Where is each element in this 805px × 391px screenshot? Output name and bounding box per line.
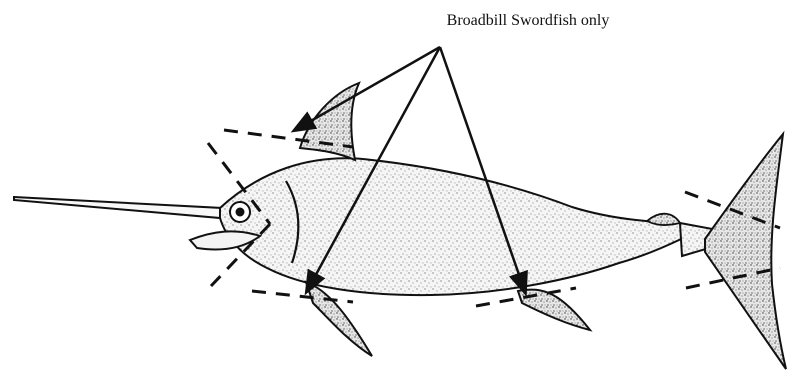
swordfish-illustration	[14, 83, 786, 369]
second-dorsal-fin	[647, 214, 680, 225]
pectoral-cut-line	[252, 291, 353, 302]
sword-bill	[14, 197, 222, 218]
eye-pupil	[236, 208, 245, 217]
annotation-label: Broadbill Swordfish only	[447, 12, 610, 29]
fish-body	[220, 158, 698, 295]
tail-fin	[705, 134, 786, 369]
